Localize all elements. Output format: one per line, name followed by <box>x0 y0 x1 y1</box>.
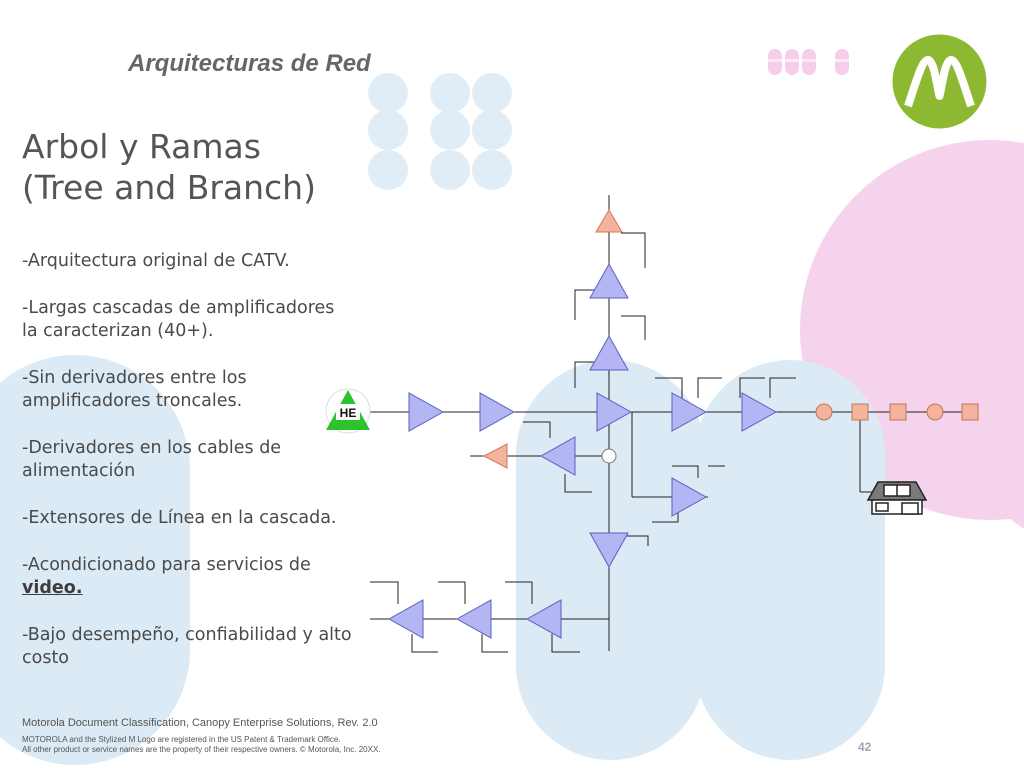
trunk-amplifier <box>671 392 708 432</box>
bullet-emphasis: video. <box>22 578 83 598</box>
splitter <box>601 448 617 464</box>
bullet-text: -Acondicionado para servicios de <box>22 555 311 575</box>
trunk-amplifier <box>589 532 629 569</box>
trunk-amplifier <box>589 334 629 371</box>
section-title: Arquitecturas de Red <box>128 50 371 77</box>
end-extender <box>595 209 623 233</box>
bridger-amplifier <box>539 436 576 476</box>
bullet-item: -Arquitectura original de CATV. <box>22 251 290 271</box>
motorola-logo-icon <box>892 34 987 129</box>
bullet-item: -Largas cascadas de amplificadores la ca… <box>22 298 335 341</box>
line-extender <box>455 599 492 639</box>
bullet-item: -Acondicionado para servicios de video. <box>22 554 352 600</box>
legal-line: All other product or service names are t… <box>22 745 381 754</box>
bullet-item: -Sin derivadores entre los amplificadore… <box>22 368 247 411</box>
tap-square <box>889 403 907 421</box>
trunk-amplifier <box>408 392 445 432</box>
bullet-item: -Bajo desempeño, confiabilidad y alto co… <box>22 625 352 668</box>
footer-classification: Motorola Document Classification, Canopy… <box>22 717 378 729</box>
bullet-item: -Extensores de Línea en la cascada. <box>22 508 337 528</box>
trunk-amplifier <box>479 392 516 432</box>
line-extender <box>387 599 424 639</box>
headend-icon: HE <box>325 388 371 434</box>
line-extender <box>525 599 562 639</box>
trunk-amplifier <box>741 392 778 432</box>
footer-legal: MOTOROLA and the Stylized M Logo are reg… <box>22 735 381 755</box>
slide-title: Arbol y Ramas (Tree and Branch) <box>22 127 316 207</box>
headend-label: HE <box>340 406 357 420</box>
node-circle <box>815 403 833 421</box>
house-icon <box>866 481 928 515</box>
trunk-amplifier <box>589 262 629 299</box>
trunk-amplifier <box>596 392 633 432</box>
legal-line: MOTOROLA and the Stylized M Logo are reg… <box>22 735 341 744</box>
node-circle <box>926 403 944 421</box>
bridger-amplifier <box>671 477 708 517</box>
bullet-item: -Derivadores en los cables de alimentaci… <box>22 438 282 481</box>
bullet-list: -Arquitectura original de CATV. -Largas … <box>22 250 352 694</box>
end-extender <box>482 443 508 469</box>
tap-square <box>851 403 869 421</box>
page-number: 42 <box>858 740 872 754</box>
tap-square <box>961 403 979 421</box>
